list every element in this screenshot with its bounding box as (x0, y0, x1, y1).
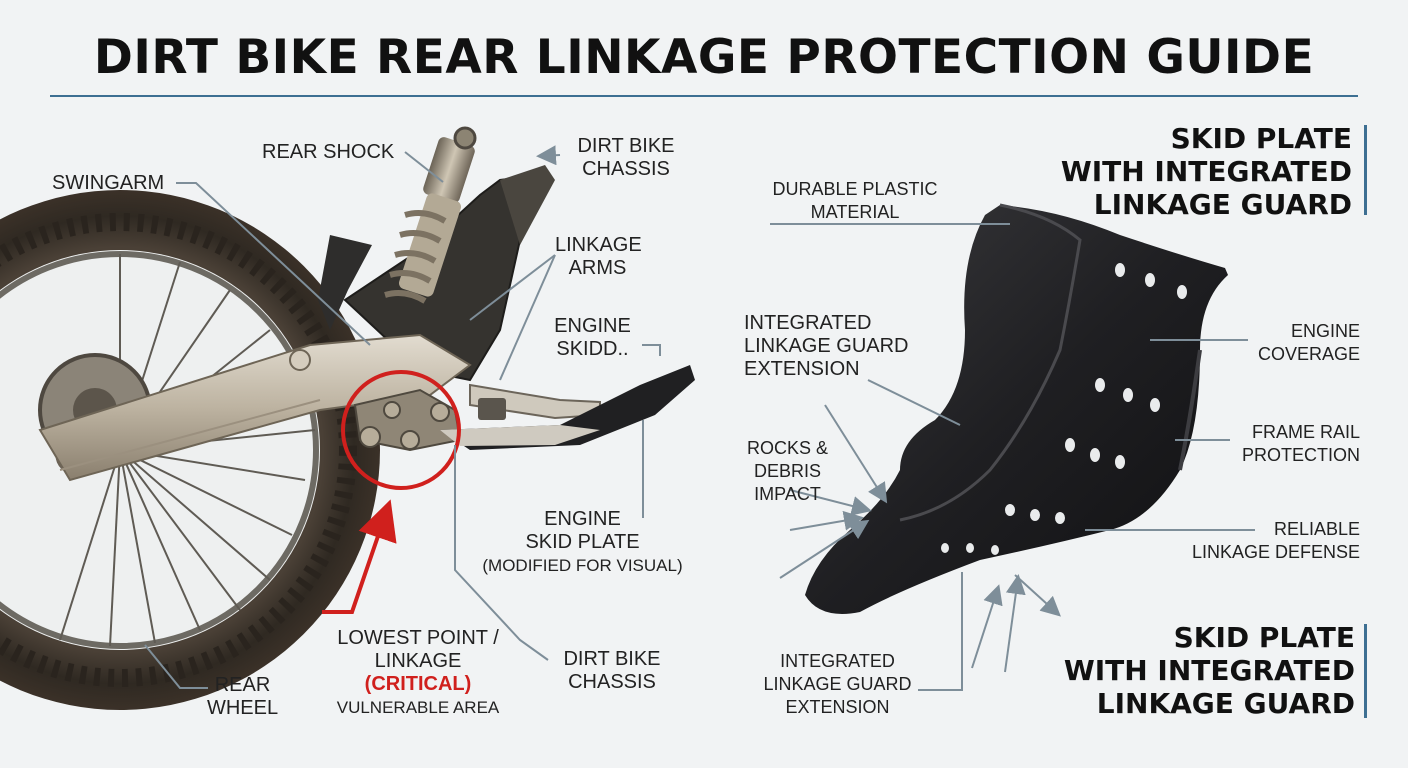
label-guard-extension-bottom-line2: LINKAGE GUARD (763, 674, 912, 694)
page-title: DIRT BIKE REAR LINKAGE PROTECTION GUIDE (93, 30, 1315, 85)
rear-shock (384, 126, 477, 304)
heading-top: SKID PLATE WITH INTEGRATED LINKAGE GUARD (1060, 122, 1352, 221)
label-linkage-arms: LINKAGE ARMS (555, 234, 642, 280)
label-rocks-line2: DEBRIS (753, 461, 822, 481)
label-linkage-arms-line2: ARMS (568, 257, 627, 279)
label-engine-skid-plate-line2: SKID PLATE (525, 531, 640, 553)
critical-area-circle (341, 370, 461, 490)
engine-skid-plate-bike (440, 365, 695, 450)
label-engine-skid-plate: ENGINE SKID PLATE (MODIFIED FOR VISUAL) (470, 508, 695, 577)
label-guard-extension: INTEGRATED LINKAGE GUARD EXTENSION (744, 312, 908, 381)
label-chassis-bottom-line2: CHASSIS (568, 671, 656, 693)
label-lowest-point: LOWEST POINT / LINKAGE (CRITICAL) VULNER… (318, 627, 518, 719)
label-chassis-bottom: DIRT BIKE CHASSIS (552, 648, 672, 694)
skid-plate-product (805, 203, 1228, 614)
label-chassis-top: DIRT BIKE CHASSIS (566, 135, 686, 181)
label-engine-skid-plate-line1: ENGINE (544, 508, 621, 530)
heading-top-line3: LINKAGE GUARD (1093, 188, 1352, 221)
label-durable-line2: MATERIAL (810, 202, 900, 222)
heading-top-bar (1364, 125, 1367, 215)
label-frame-rail: FRAME RAIL PROTECTION (1220, 421, 1360, 467)
label-lowest-point-line2: LINKAGE (374, 650, 462, 672)
label-rear-wheel-line2: WHEEL (206, 697, 279, 719)
label-guard-extension-line3: EXTENSION (744, 358, 860, 380)
label-reliable-line2: LINKAGE DEFENSE (1191, 542, 1360, 562)
label-rocks: ROCKS & DEBRIS IMPACT (735, 437, 840, 506)
left-leader-lines (144, 145, 661, 689)
label-engine-skid-line2: SKIDD.. (556, 338, 629, 360)
heading-bottom-line3: LINKAGE GUARD (1096, 687, 1355, 720)
label-critical: (CRITICAL) (364, 673, 472, 695)
label-durable-line1: DURABLE PLASTIC (772, 179, 938, 199)
heading-bottom: SKID PLATE WITH INTEGRATED LINKAGE GUARD (1060, 621, 1355, 720)
linkage-arms (353, 388, 462, 452)
label-engine-skid: ENGINE SKIDD.. (550, 315, 635, 361)
label-reliable-line1: RELIABLE (1273, 519, 1360, 539)
critical-arrow (322, 499, 397, 614)
label-rear-wheel: REAR WHEEL (200, 674, 285, 720)
label-rocks-line3: IMPACT (754, 484, 821, 504)
label-frame-rail-line2: PROTECTION (1241, 445, 1360, 465)
label-reliable: RELIABLE LINKAGE DEFENSE (1160, 518, 1360, 564)
footpeg-and-pedal (469, 383, 601, 420)
swingarm (38, 333, 472, 482)
label-lowest-point-line4: VULNERABLE AREA (336, 698, 500, 717)
label-swingarm: SWINGARM (52, 172, 165, 194)
label-engine-coverage-line1: ENGINE (1290, 321, 1360, 341)
label-engine-coverage: ENGINE COVERAGE (1230, 320, 1360, 366)
label-chassis-top-line2: CHASSIS (582, 158, 670, 180)
label-linkage-arms-line1: LINKAGE (555, 234, 642, 256)
heading-bottom-bar (1364, 624, 1367, 718)
label-guard-extension-bottom: INTEGRATED LINKAGE GUARD EXTENSION (755, 650, 920, 719)
label-lowest-point-line1: LOWEST POINT / (337, 627, 499, 649)
label-chassis-bottom-line1: DIRT BIKE (563, 648, 661, 670)
heading-top-line1: SKID PLATE (1170, 122, 1352, 155)
label-rear-wheel-line1: REAR (214, 674, 271, 696)
label-rear-shock: REAR SHOCK (262, 141, 395, 163)
heading-bottom-line1: SKID PLATE (1173, 621, 1355, 654)
label-guard-extension-bottom-line1: INTEGRATED (780, 651, 895, 671)
title-divider (50, 95, 1358, 97)
label-guard-extension-line1: INTEGRATED (744, 312, 872, 334)
label-engine-skid-plate-note: (MODIFIED FOR VISUAL) (482, 556, 683, 575)
label-engine-skid-line1: ENGINE (554, 315, 631, 337)
right-leader-lines (770, 223, 1255, 691)
label-frame-rail-line1: FRAME RAIL (1251, 422, 1360, 442)
label-chassis-top-line1: DIRT BIKE (577, 135, 675, 157)
label-guard-extension-line2: LINKAGE GUARD (744, 335, 909, 357)
label-rocks-line1: ROCKS & (746, 438, 829, 458)
heading-top-line2: WITH INTEGRATED (1060, 155, 1352, 188)
heading-bottom-line2: WITH INTEGRATED (1063, 654, 1355, 687)
label-durable: DURABLE PLASTIC MATERIAL (755, 178, 955, 224)
label-engine-coverage-line2: COVERAGE (1257, 344, 1360, 364)
label-guard-extension-bottom-line3: EXTENSION (785, 697, 890, 717)
